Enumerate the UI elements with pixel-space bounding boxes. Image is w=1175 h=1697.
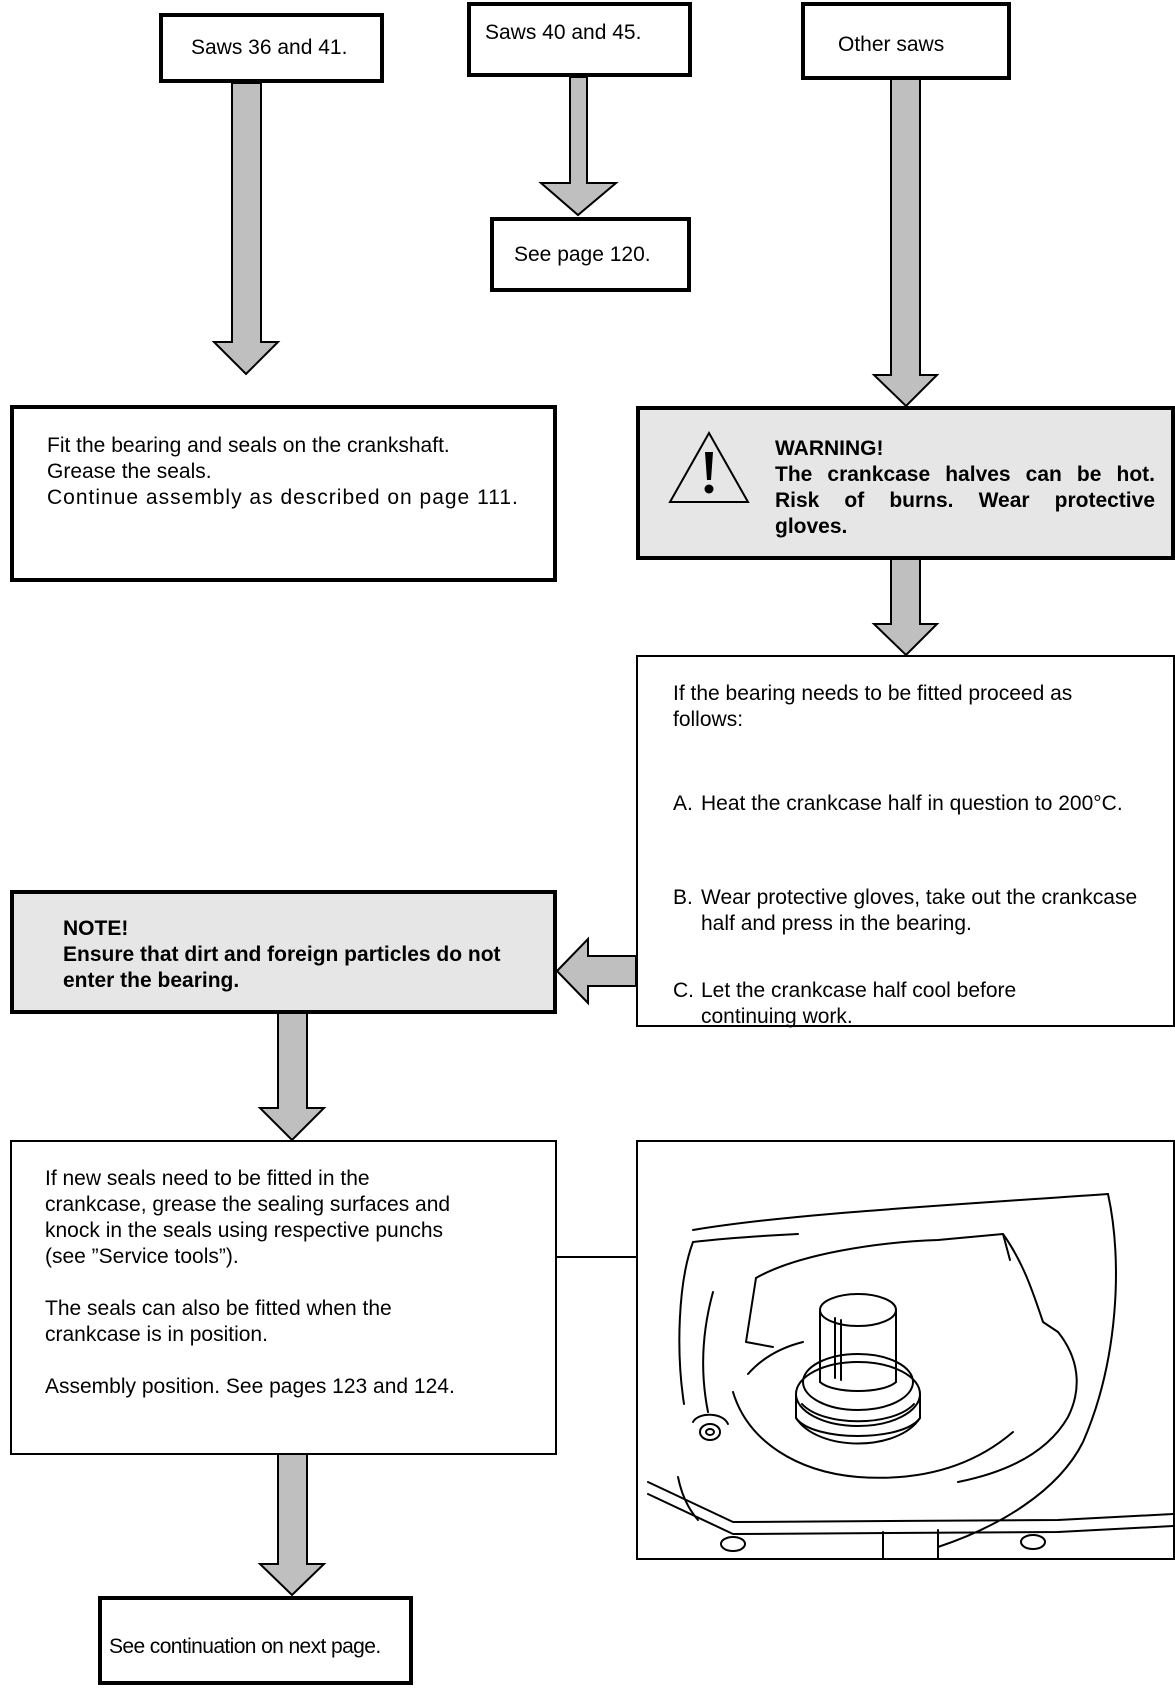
box-illustration [636,1140,1175,1560]
seals-text-block: If new seals need to be fitted in the cr… [45,1166,525,1400]
box-note: NOTE! Ensure that dirt and foreign parti… [10,890,557,1014]
saws-40-45-label: Saws 40 and 45. [485,21,642,44]
other-saws-label: Other saws [838,33,945,56]
crankcase-bearing-illustration [647,1193,1173,1558]
box-fit-bearing: Fit the bearing and seals on the cranksh… [10,405,557,582]
bearing-steps-intro: If the bearing needs to be fitted procee… [673,682,1073,731]
step-c-letter: C. [673,979,694,1002]
box-see-page-120: See page 120. [490,217,691,292]
arrow-warning-to-steps [871,556,940,657]
fit-bearing-line-1: Fit the bearing and seals on the cranksh… [47,434,450,457]
note-title: NOTE! [63,917,129,940]
arrow-other-to-warning [871,78,940,408]
warning-text: The crankcase halves can be hot. Risk of… [775,463,1155,538]
seals-paragraph-1: If new seals need to be fitted in the cr… [45,1167,451,1268]
box-saws-36-41: Saws 36 and 41. [159,13,384,83]
box-other-saws: Other saws [801,2,1011,80]
step-a-letter: A. [673,792,693,815]
fit-bearing-line-3: Continue assembly as described on page 1… [47,486,519,509]
step-c-text: Let the crankcase half cool before conti… [701,979,1017,1028]
saws-36-41-label: Saws 36 and 41. [191,36,348,59]
warning-triangle-icon [668,430,750,503]
box-bearing-steps: If the bearing needs to be fitted procee… [636,655,1175,1028]
continuation-label: See continuation on next page. [109,1635,381,1658]
step-b-text: Wear protective gloves, take out the cra… [701,886,1138,935]
step-b-letter: B. [673,886,693,909]
warning-text-block: WARNING! The crankcase halves can be hot… [775,436,1155,540]
arrow-seals-to-continuation [257,1452,327,1597]
step-a-text: Heat the crankcase half in question to 2… [701,792,1123,815]
seals-paragraph-2: The seals can also be fitted when the cr… [45,1297,392,1346]
arrow-note-to-seals [257,1010,327,1142]
box-saws-40-45: Saws 40 and 45. [467,2,692,77]
arrow-saws36-to-fit [211,82,281,376]
arrow-steps-to-note [555,936,637,1006]
see-page-120-label: See page 120. [514,243,651,266]
box-seals: If new seals need to be fitted in the cr… [10,1140,557,1455]
bearing-steps-content: If the bearing needs to be fitted procee… [673,681,1153,1028]
fit-bearing-line-2: Grease the seals. [47,460,212,483]
seals-paragraph-3: Assembly position. See pages 123 and 124… [45,1375,455,1398]
box-warning: WARNING! The crankcase halves can be hot… [636,406,1175,560]
warning-title: WARNING! [775,437,884,460]
fit-bearing-text: Fit the bearing and seals on the cranksh… [47,433,524,511]
arrow-saws40-to-page120 [538,76,619,217]
box-continuation: See continuation on next page. [98,1596,413,1685]
note-text-block: NOTE! Ensure that dirt and foreign parti… [63,916,523,994]
note-text: Ensure that dirt and foreign particles d… [63,943,501,992]
